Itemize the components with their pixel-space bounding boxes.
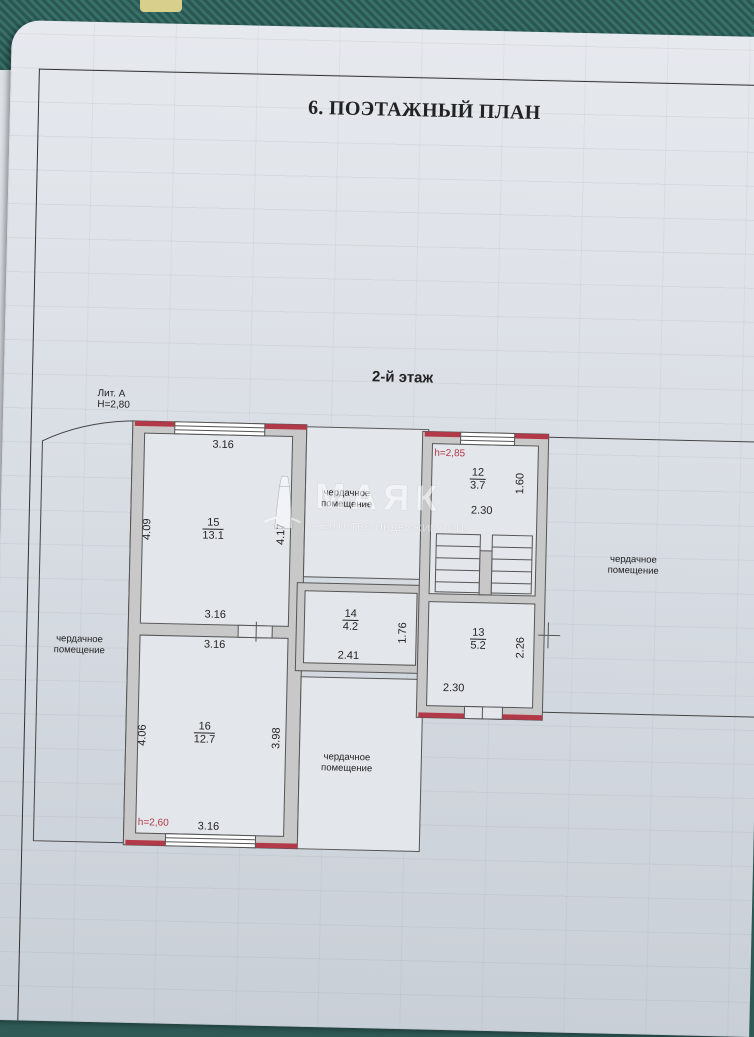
room-16-label: 16 12.7 [194,720,216,745]
room-16-dim-top: 3.16 [204,639,226,651]
floor-plan: 3.16 4.09 4.17 15 13.1 3.16 3.16 4.06 3.… [0,20,754,1037]
room-14-dim-bottom: 2.41 [338,650,360,662]
watermark: МАЯК АГЕНТСТВО НЕДВИЖИМОСТИ [262,472,504,547]
room-13-dim-right: 2.26 [514,637,526,659]
attic-label-bottom: чердачное помещение [321,751,373,774]
room-14-label: 14 4.2 [342,608,359,633]
room-15-area: 13.1 [202,529,224,541]
document-page: 6. ПОЭТАЖНЫЙ ПЛАН 2-й этаж Лит. А H=2,80 [0,20,754,1037]
room-15-dim-bottom: 3.16 [204,609,226,621]
room-16-number: 16 [194,720,216,733]
room-13-label: 13 5.2 [470,627,487,652]
right-attic-outline [542,437,754,717]
room-16-height: h=2,60 [138,817,169,829]
lighthouse-icon [262,472,303,533]
room-13-area: 5.2 [470,640,487,652]
room-15-dim-left: 4.09 [141,518,153,540]
room-15-number: 15 [202,516,224,529]
attic-label-right: чердачное помещение [608,554,660,577]
sticker-tab [140,0,182,12]
room-16-area: 12.7 [194,733,216,745]
room-14-dim-right: 1.76 [397,622,409,644]
watermark-logo: МАЯК [315,475,444,520]
room-12-height: h=2,85 [434,448,465,460]
room-14-area: 4.2 [342,621,359,633]
room-16-dim-right: 3.98 [270,727,282,749]
watermark-subtitle: АГЕНТСТВО НЕДВИЖИМОСТИ [308,521,468,536]
attic-label-bottom-line2: помещение [321,762,372,774]
room-14-number: 14 [342,608,359,621]
room-13-number: 13 [470,627,487,640]
room-13-dim-bottom: 2.30 [443,682,465,694]
attic-label-left-line2: помещение [54,644,105,656]
room-12-dim-right: 1.60 [514,473,526,495]
room-15-label: 15 13.1 [202,516,224,541]
room-16-dim-left: 4.06 [136,724,148,746]
room-16-dim-bottom: 3.16 [198,820,220,832]
attic-label-right-line2: помещение [608,565,659,577]
left-attic-outline [33,419,133,843]
room-15-dim-top: 3.16 [212,439,234,451]
attic-label-left: чердачное помещение [54,633,106,656]
